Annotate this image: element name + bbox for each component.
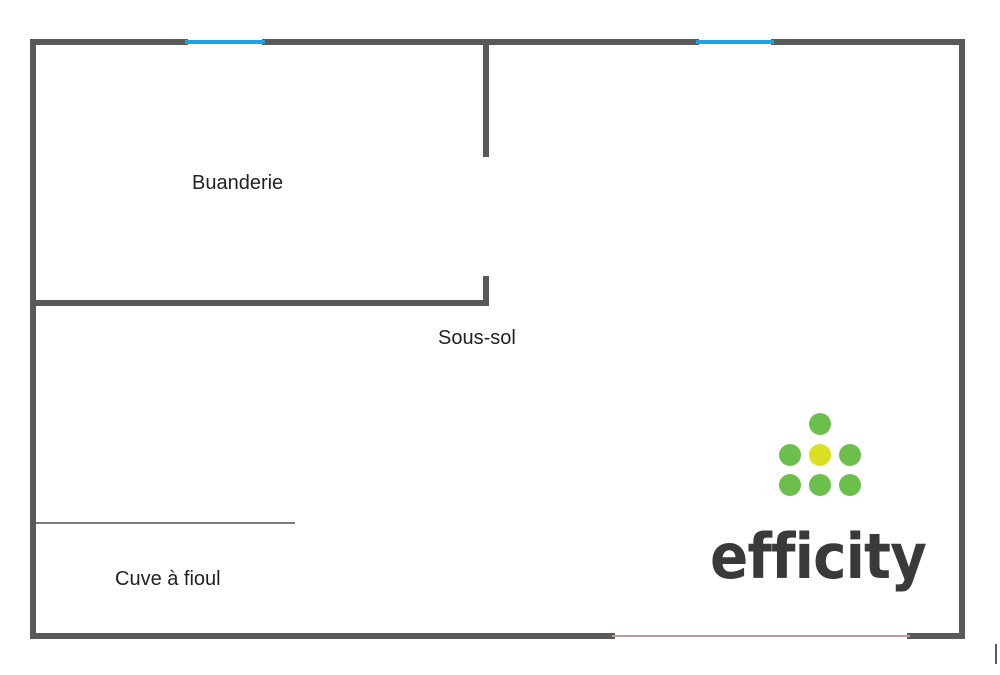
logo-dot [839,474,861,496]
logo-dot-center [809,444,831,466]
logo-dot [839,444,861,466]
room-label-cuve: Cuve à fioul [115,568,221,590]
logo-dot [779,444,801,466]
room-label-buanderie: Buanderie [192,172,283,194]
efficity-logo: efficity [710,413,928,593]
logo-wordmark: efficity [710,520,927,593]
outer-walls [30,39,965,639]
room-label-sous-sol: Sous-sol [438,327,516,349]
logo-dot [809,474,831,496]
logo-dot [809,413,831,435]
logo-dots-icon [779,413,861,496]
interior-walls [33,42,489,306]
logo-dot [779,474,801,496]
